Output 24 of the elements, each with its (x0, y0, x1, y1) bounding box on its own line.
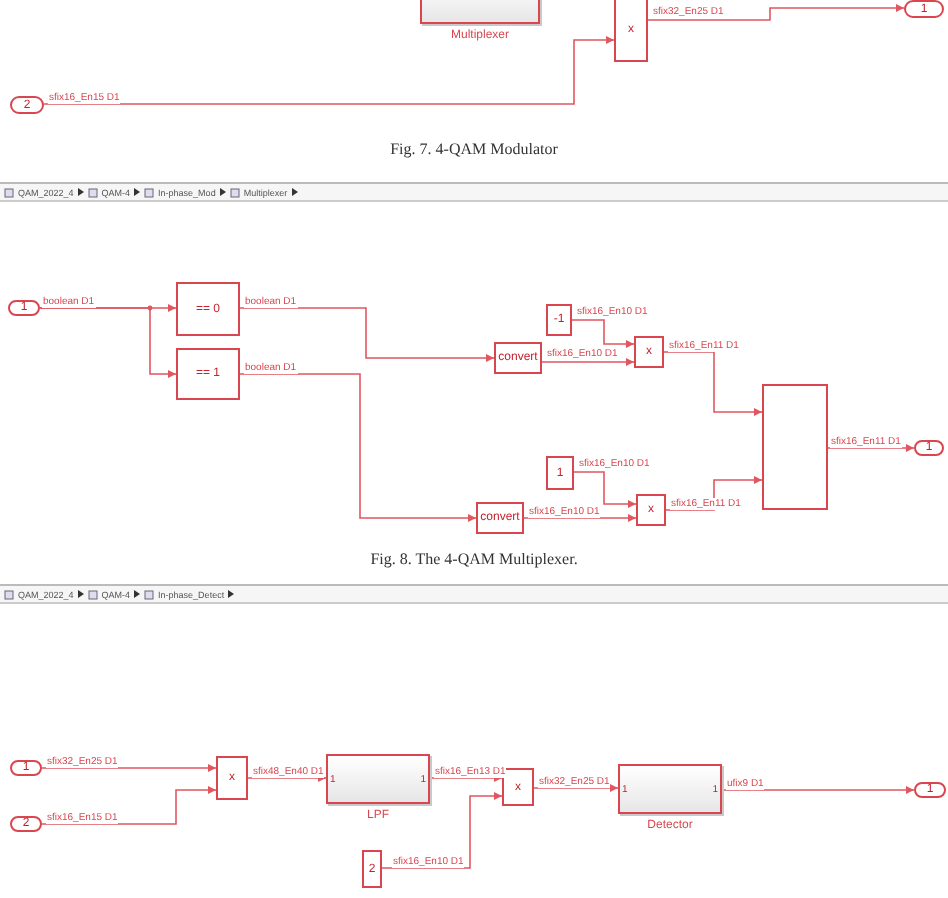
signal-line (247, 774, 327, 782)
signal-line (665, 476, 763, 511)
figure-caption: Fig. 7. 4-QAM Modulator (390, 140, 558, 158)
figure-caption: Fig. 8. The 4-QAM Multiplexer. (370, 550, 578, 568)
subsystem-block (326, 754, 430, 804)
signal-line (41, 786, 217, 825)
signal-line (573, 471, 637, 508)
block (762, 384, 828, 510)
signal-line (39, 307, 177, 378)
signal-line (663, 351, 763, 416)
signal-line (647, 4, 905, 21)
signal-line (429, 774, 503, 782)
signal-line (381, 792, 503, 869)
signal-line (533, 784, 619, 792)
signal-line (827, 444, 915, 452)
signal-line (43, 36, 615, 105)
subsystem-block (618, 764, 722, 814)
signal-line (541, 358, 635, 366)
signal-line (41, 764, 217, 772)
signal-line (239, 307, 495, 362)
signal-line (571, 319, 635, 348)
signal-line (523, 514, 637, 522)
signal-line (721, 786, 915, 794)
signal-line (239, 373, 477, 522)
